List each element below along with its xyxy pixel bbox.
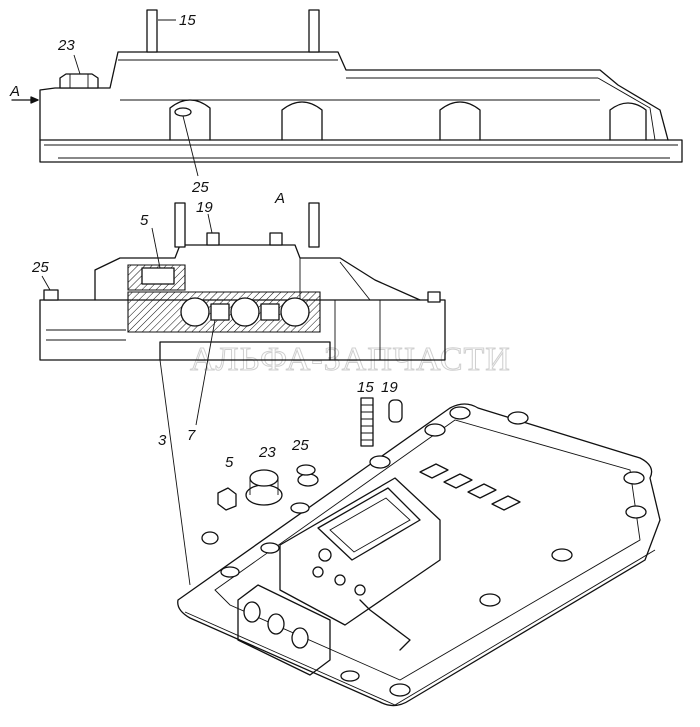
callout-19-section: 19 xyxy=(196,199,213,216)
view-label-section: A xyxy=(274,190,285,207)
callout-23-top: 23 xyxy=(57,37,75,54)
exploded-parts xyxy=(201,397,403,545)
callout-7-section: 7 xyxy=(187,427,196,444)
top-side-view xyxy=(39,9,683,163)
callout-25-top: 25 xyxy=(191,179,209,196)
isometric-cover-plate xyxy=(177,403,661,707)
callout-15-top: 15 xyxy=(179,12,196,29)
section-view xyxy=(39,202,446,361)
ball-part-7 xyxy=(201,531,219,545)
plug-part-5 xyxy=(217,487,237,511)
callout-15-exploded: 15 xyxy=(357,379,374,396)
pin-part-19 xyxy=(388,399,403,423)
callout-5-exploded: 5 xyxy=(225,454,234,471)
callout-25-section: 25 xyxy=(31,259,49,276)
spring-part-15 xyxy=(360,397,374,447)
plug-part-23 xyxy=(245,484,283,506)
callout-5-section: 5 xyxy=(140,212,149,229)
plug-part-25 xyxy=(297,473,319,487)
callout-25-exploded: 25 xyxy=(291,437,309,454)
callout-23-exploded: 23 xyxy=(258,444,276,461)
view-arrow-label: A xyxy=(9,83,20,100)
callout-19-exploded: 19 xyxy=(381,379,398,396)
callout-3-section: 3 xyxy=(158,432,167,449)
